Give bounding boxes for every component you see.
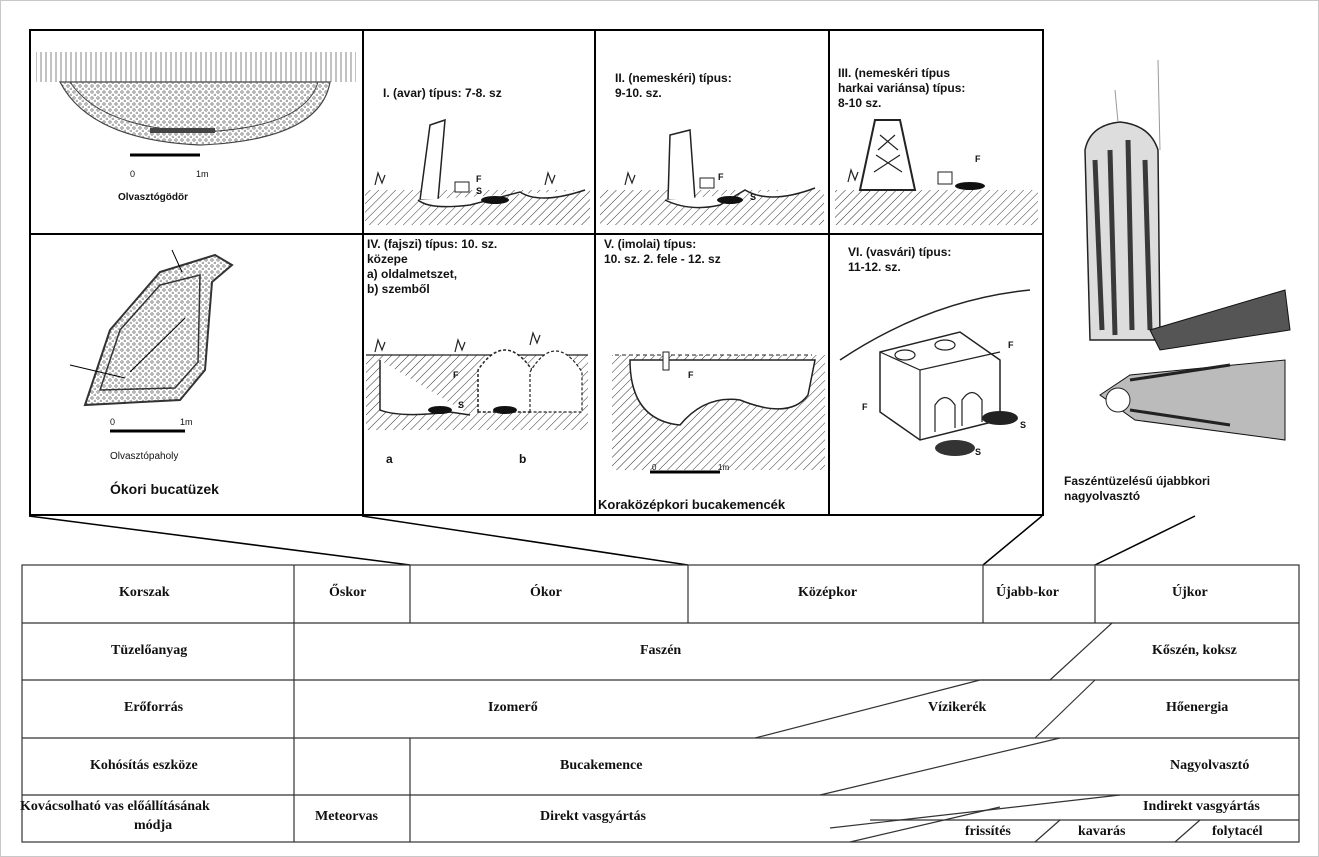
cell-kovacsolhato-label-line2: módja [134,818,173,833]
label-type4-a: a [386,452,393,466]
cell-vizikerek: Vízikerék [928,700,987,715]
cell-kohositas-label: Kohósítás eszköze [90,758,198,773]
table-grid [21,564,1300,843]
cell-koszen: Kőszén, koksz [1152,643,1237,658]
label-type4-b: b [519,452,527,466]
cell-kozepkor: Középkor [798,585,858,600]
label-korakozepkori: Koraközépkori bucakemencék [598,497,786,512]
cell-okor: Ókor [530,585,562,600]
type6-drawing [839,289,1031,456]
mark-f-type4: F [453,370,459,380]
cell-ujkor: Újkor [1172,585,1208,600]
mark-s-type6-a: S [1020,420,1027,430]
cell-direkt: Direkt vasgyártás [540,809,646,824]
smelting-box-drawing [69,249,234,433]
mark-s-type1: S [476,186,483,196]
label-type1: I. (avar) típus: 7-8. sz [383,86,502,100]
scale-1m-pit: 1m [196,169,209,179]
mark-f-type6-top: F [1008,340,1014,350]
scale-0-type5: 0 [652,463,657,472]
label-olvasztopaholy: Olvasztópaholy [110,451,179,462]
scale-0-pit: 0 [130,169,136,179]
label-type3: III. (nemeskéri típus harkai variánsa) t… [838,66,966,110]
mark-f-type3: F [975,154,981,164]
cell-frissites: frissítés [965,824,1011,839]
cell-indirekt: Indirekt vasgyártás [1143,799,1260,814]
scale-0-box: 0 [110,417,116,427]
type4-drawing [366,331,588,430]
cell-hoenergia: Hőenergia [1166,700,1229,715]
cell-kavaras: kavarás [1078,824,1126,839]
smelting-pit-drawing [36,52,356,157]
label-type4: IV. (fajszi) típus: 10. sz. közepe a) ol… [367,237,498,296]
label-type5: V. (imolai) típus: 10. sz. 2. fele - 12.… [604,237,721,266]
label-faszen-nagyolvaszto: Faszéntüzelésű újabbkori nagyolvasztó [1064,474,1211,503]
cell-nagyolvaszto: Nagyolvasztó [1170,758,1250,773]
label-okori-bucatuzek: Ókori bucatüzek [110,481,219,497]
mark-s-type6-b: S [975,447,982,457]
cell-kovacsolhato-label-line1: Kovácsolható vas előállításának [20,799,210,814]
cell-folytacel: folytacél [1212,824,1263,839]
blast-furnace-drawing [1084,59,1291,441]
type5-drawing [612,351,825,474]
label-olvasztogodor: Olvasztógödör [118,192,189,203]
connector-lines [28,515,1196,566]
mark-f-type6-side: F [862,402,868,412]
mark-s-type4: S [458,400,465,410]
scale-1m-box: 1m [180,417,193,427]
type1-drawing [365,118,590,225]
cell-tuzeloanyag-label: Tüzelőanyag [111,643,188,658]
type3-drawing [835,119,1038,225]
mark-f-type2: F [718,172,724,182]
type2-drawing [600,129,824,225]
mark-f-type1: F [476,174,482,184]
label-type2: II. (nemeskéri) típus: 9-10. sz. [615,71,732,100]
cell-ujabb-kor: Újabb-kor [996,585,1060,600]
cell-eroforras-label: Erőforrás [124,700,184,715]
label-type6: VI. (vasvári) típus: 11-12. sz. [848,245,952,274]
cell-bucakemence: Bucakemence [560,758,643,773]
scale-1m-type5: 1m [718,463,730,472]
mark-f-type5: F [688,370,694,380]
cell-oskor: Őskor [329,585,367,600]
cell-izomero: Izomerő [488,700,538,715]
cell-faszen: Faszén [640,643,682,658]
mark-s-type2: S [750,192,757,202]
cell-korszak-label: Korszak [119,585,170,600]
cell-meteorvas: Meteorvas [315,809,378,824]
